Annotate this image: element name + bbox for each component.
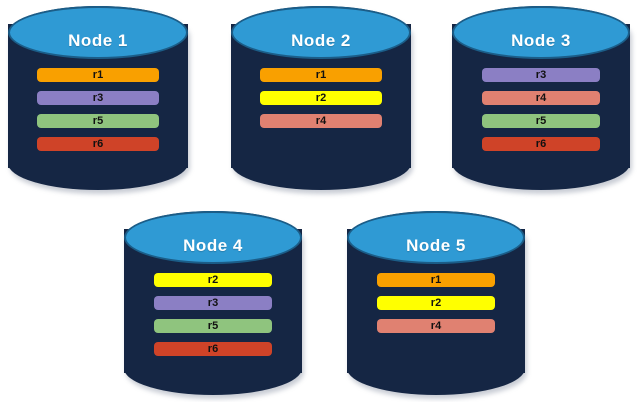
cylinder-top-ellipse: [452, 6, 630, 60]
shard-list: r2 r3 r5 r6: [124, 273, 302, 356]
shard-bar[interactable]: r1: [37, 68, 159, 82]
shard-bar[interactable]: r2: [154, 273, 272, 287]
cylinder-top-ellipse: [347, 211, 525, 265]
shard-bar[interactable]: r6: [37, 137, 159, 151]
shard-bar[interactable]: r1: [260, 68, 382, 82]
shard-bar[interactable]: r3: [482, 68, 600, 82]
shard-list: r3 r4 r5 r6: [452, 68, 630, 151]
shard-bar[interactable]: r3: [154, 296, 272, 310]
cylinder-top-ellipse: [231, 6, 411, 60]
shard-bar[interactable]: r2: [260, 91, 382, 105]
shard-bar[interactable]: r6: [482, 137, 600, 151]
cylinder-top-ellipse: [8, 6, 188, 60]
cylinder-top-ellipse: [124, 211, 302, 265]
shard-bar[interactable]: r1: [377, 273, 495, 287]
shard-bar[interactable]: r3: [37, 91, 159, 105]
shard-bar[interactable]: r4: [482, 91, 600, 105]
shard-bar[interactable]: r5: [37, 114, 159, 128]
shard-list: r1 r3 r5 r6: [8, 68, 188, 151]
shard-bar[interactable]: r4: [260, 114, 382, 128]
shard-list: r1 r2 r4: [231, 68, 411, 128]
shard-bar[interactable]: r4: [377, 319, 495, 333]
shard-bar[interactable]: r5: [482, 114, 600, 128]
shard-bar[interactable]: r6: [154, 342, 272, 356]
shard-bar[interactable]: r5: [154, 319, 272, 333]
shard-bar[interactable]: r2: [377, 296, 495, 310]
shard-list: r1 r2 r4: [347, 273, 525, 333]
